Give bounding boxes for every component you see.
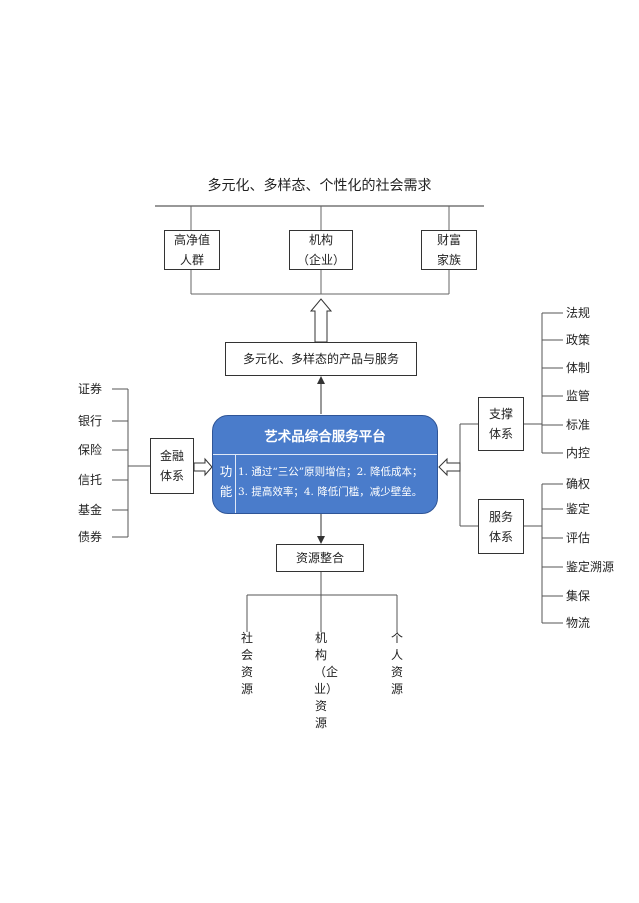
finance-item: 债券 bbox=[78, 530, 103, 544]
finance-item: 银行 bbox=[78, 414, 103, 428]
service-item: 鉴定 bbox=[566, 502, 591, 516]
function-line-1: 1. 通过“三公”原则增信；2. 降低成本； bbox=[238, 466, 423, 478]
demand-box-institutions: 机构 （企业） bbox=[289, 230, 353, 270]
resource-institution: 机构（企业）资源 bbox=[314, 631, 339, 730]
resource-integration-box: 资源整合 bbox=[276, 544, 364, 572]
finance-item: 保险 bbox=[78, 443, 103, 457]
finance-system-line2: 体系 bbox=[159, 469, 184, 483]
demand-box-line2: 人群 bbox=[179, 253, 204, 267]
demand-box-wealth-family: 财富 家族 bbox=[421, 230, 477, 270]
platform-up-arrowhead bbox=[317, 376, 325, 384]
hollow-up-arrow bbox=[309, 298, 333, 343]
resource-integration-label: 资源整合 bbox=[295, 551, 344, 565]
finance-system-box: 金融 体系 bbox=[150, 438, 194, 494]
service-system-line1: 服务 bbox=[488, 509, 513, 524]
platform-title: 艺术品综合服务平台 bbox=[264, 429, 386, 445]
resource-social: 社会资源 bbox=[240, 631, 253, 696]
demand-title: 多元化、多样态、个性化的社会需求 bbox=[207, 178, 432, 194]
support-item: 政策 bbox=[566, 333, 591, 347]
support-system-line1: 支撑 bbox=[488, 407, 513, 421]
demand-box-line1: 机构 bbox=[308, 233, 333, 247]
platform-down-arrowhead bbox=[317, 536, 325, 544]
finance-arrow bbox=[193, 457, 213, 477]
demand-box-line1: 高净值 bbox=[173, 233, 210, 247]
demand-box-high-net-worth: 高净值 人群 bbox=[164, 230, 220, 270]
service-item: 评估 bbox=[566, 531, 591, 545]
service-item: 物流 bbox=[566, 616, 591, 630]
demand-box-line2: 家族 bbox=[436, 253, 461, 267]
support-item: 体制 bbox=[566, 361, 591, 375]
resource-personal: 个人资源 bbox=[390, 631, 403, 696]
support-system-box: 支撑 体系 bbox=[478, 397, 524, 451]
service-item: 鉴定溯源 bbox=[566, 560, 615, 574]
demand-box-line1: 财富 bbox=[436, 233, 461, 247]
support-arrow bbox=[438, 457, 461, 477]
demand-box-line2: （企业） bbox=[296, 253, 345, 267]
support-item: 法规 bbox=[566, 306, 591, 320]
products-services-box: 多元化、多样态的产品与服务 bbox=[225, 342, 417, 376]
support-system-line2: 体系 bbox=[488, 427, 513, 441]
finance-item: 证券 bbox=[78, 382, 103, 396]
service-system-line2: 体系 bbox=[488, 529, 513, 544]
finance-item: 信托 bbox=[78, 473, 103, 487]
support-item: 标准 bbox=[566, 418, 591, 432]
function-line-2: 3. 提高效率；4. 降低门槛，减少壁垒。 bbox=[238, 486, 423, 498]
support-item: 监管 bbox=[566, 389, 591, 403]
support-item: 内控 bbox=[566, 446, 591, 460]
finance-item: 基金 bbox=[78, 503, 103, 517]
function-label: 功能 bbox=[219, 464, 233, 499]
service-item: 集保 bbox=[566, 589, 591, 603]
products-services-label: 多元化、多样态的产品与服务 bbox=[242, 352, 399, 366]
service-system-box: 服务 体系 bbox=[478, 499, 524, 554]
platform-divider bbox=[213, 454, 437, 455]
finance-system-line1: 金融 bbox=[159, 449, 184, 463]
platform-box: 艺术品综合服务平台 功能 1. 通过“三公”原则增信；2. 降低成本； 3. 提… bbox=[212, 415, 438, 514]
service-item: 确权 bbox=[566, 477, 591, 491]
function-separator bbox=[235, 454, 236, 513]
